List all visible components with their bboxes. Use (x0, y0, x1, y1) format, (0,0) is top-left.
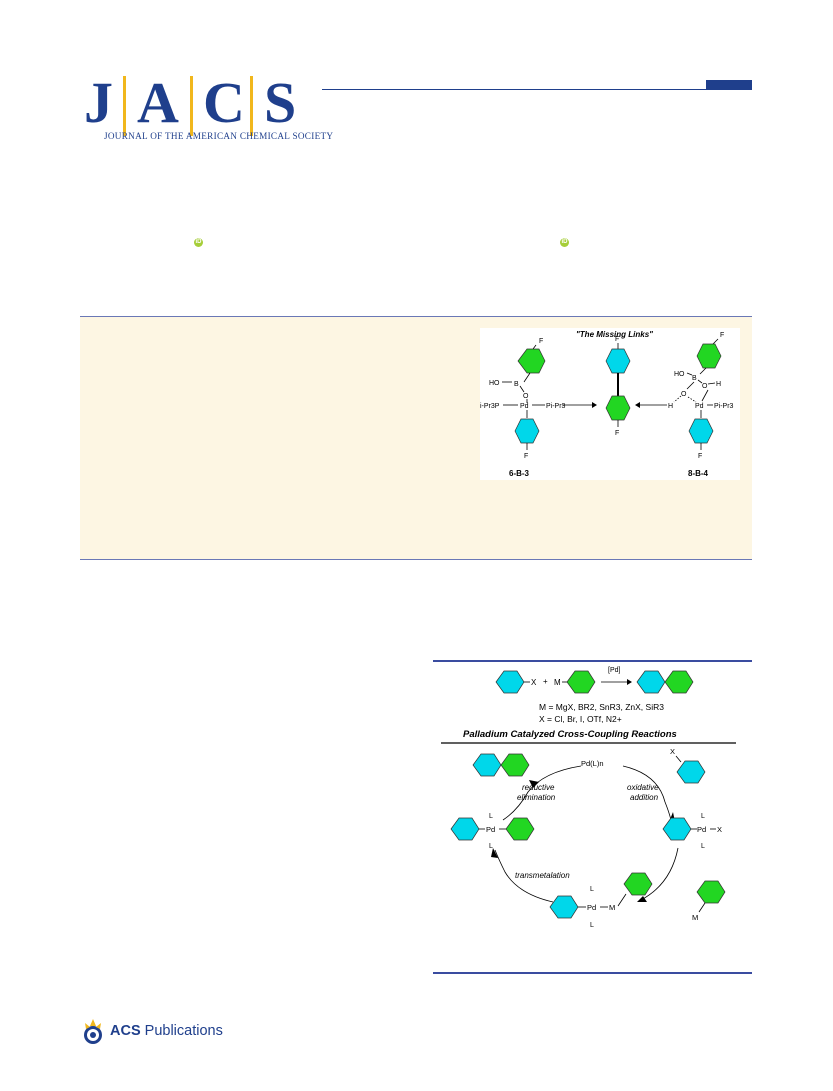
atom-label: O (702, 383, 708, 390)
atom-label: O (523, 393, 529, 400)
jacs-logo: J A C S (82, 70, 322, 140)
aryl-ring (623, 872, 653, 896)
atom-label: H (716, 381, 721, 388)
acs-publications-logo[interactable]: ACS Publications (80, 1019, 230, 1049)
atom-label: Pd (520, 403, 529, 410)
aryl-ring (549, 895, 579, 919)
aryl-ring (500, 753, 530, 777)
pd-center: Pd (697, 825, 706, 834)
logo-divider (250, 76, 253, 136)
elimination-label: elimination (517, 793, 556, 802)
ligand-l: L (489, 843, 493, 850)
acs-publications-text: ACS Publications (110, 1023, 223, 1039)
aryl-ring (636, 670, 666, 694)
orcid-icon[interactable]: iD (560, 238, 569, 247)
aryl-ring (505, 817, 535, 841)
pd-center: Pd (486, 825, 495, 834)
m-definition: M = MgX, BR2, SnR3, ZnX, SiR3 (539, 702, 664, 712)
atom-label: B (514, 381, 519, 388)
figure-bottom-rule (433, 972, 752, 974)
atom-label: Pi-Pr3 (546, 403, 566, 410)
fluorophenyl-ring (517, 348, 546, 374)
fluorophenyl-ring (696, 343, 722, 369)
atom-label: HO (489, 380, 500, 387)
atom-label: F (615, 336, 619, 343)
scheme-title: Palladium Catalyzed Cross-Coupling React… (463, 729, 677, 740)
ligand-l: L (489, 813, 493, 820)
journal-name: JOURNAL OF THE AMERICAN CHEMICAL SOCIETY (104, 131, 334, 141)
logo-letter-s: S (264, 70, 297, 135)
cross-coupling-figure: X + M [Pd] M = MgX, BR2, SnR3, ZnX, SiR3… (433, 662, 752, 970)
fluorophenyl-ring (605, 395, 631, 421)
fluorophenyl-ring (605, 348, 631, 374)
x-definition: X = Cl, Br, I, OTf, N2+ (539, 714, 622, 724)
publications-label: Publications (144, 1023, 223, 1039)
metal-m: M (609, 903, 615, 912)
aryl-ring (676, 760, 706, 784)
figure-top-rule (433, 660, 752, 662)
addition-label: addition (630, 793, 659, 802)
atom-label: HO (674, 371, 685, 378)
logo-letter-a: A (137, 70, 179, 135)
cross-coupling-scheme: X + M [Pd] M = MgX, BR2, SnR3, ZnX, SiR3… (441, 667, 736, 929)
atom-label: O (681, 391, 687, 398)
aryl-ring (662, 817, 692, 841)
aryl-ring (450, 817, 480, 841)
ligand-l: L (701, 843, 705, 850)
atom-label: F (698, 453, 702, 460)
compound-label-8-b-4: 8-B-4 (688, 469, 709, 478)
reagent-x: X (531, 678, 537, 687)
logo-letter-j: J (84, 70, 113, 135)
atom-label: F (524, 453, 528, 460)
reductive-label: reductive (522, 783, 555, 792)
halide-x: X (717, 825, 722, 834)
aryl-ring (566, 670, 596, 694)
reagent-m: M (554, 678, 561, 687)
logo-divider (123, 76, 126, 136)
ligand-l: L (701, 813, 705, 820)
ligand-l: L (590, 886, 594, 893)
toc-title: "The Missing Links" (576, 330, 653, 339)
atom-label: i-Pr3P (480, 403, 500, 410)
compound-label-6-b-3: 6-B-3 (509, 469, 530, 478)
fluorophenyl-ring (514, 418, 540, 444)
acs-seal-icon (84, 1019, 102, 1044)
atom-label: B (692, 375, 697, 382)
atom-label: F (615, 430, 619, 437)
orcid-icon[interactable]: iD (194, 238, 203, 247)
article-type-tab (706, 80, 752, 90)
acs-label: ACS (110, 1023, 141, 1039)
header-rule (322, 89, 752, 90)
atom-label: F (720, 332, 724, 339)
pd-catalyst: Pd(L)n (581, 759, 604, 768)
aryl-halide-x: X (670, 747, 675, 756)
atom-label: H (668, 403, 673, 410)
aryl-ring (495, 670, 525, 694)
transmetalation-label: transmetalation (515, 871, 570, 880)
atom-label: F (539, 338, 543, 345)
logo-divider (190, 76, 193, 136)
plus-sign: + (543, 677, 548, 686)
reagent-m: M (692, 913, 698, 922)
aryl-ring (472, 753, 502, 777)
oxidative-label: oxidative (627, 783, 659, 792)
pd-center: Pd (587, 903, 596, 912)
missing-links-scheme: "The Missing Links" F HO B O i-Pr3P Pd P… (480, 330, 734, 478)
logo-letter-c: C (203, 70, 245, 135)
atom-label: Pi-Pr3 (714, 403, 734, 410)
atom-label: Pd (695, 403, 704, 410)
ligand-l: L (590, 922, 594, 929)
toc-graphic: "The Missing Links" F HO B O i-Pr3P Pd P… (480, 328, 740, 480)
aryl-ring (664, 670, 694, 694)
fluorophenyl-ring (688, 418, 714, 444)
aryl-ring (696, 880, 726, 904)
catalyst-label: [Pd] (608, 667, 621, 674)
